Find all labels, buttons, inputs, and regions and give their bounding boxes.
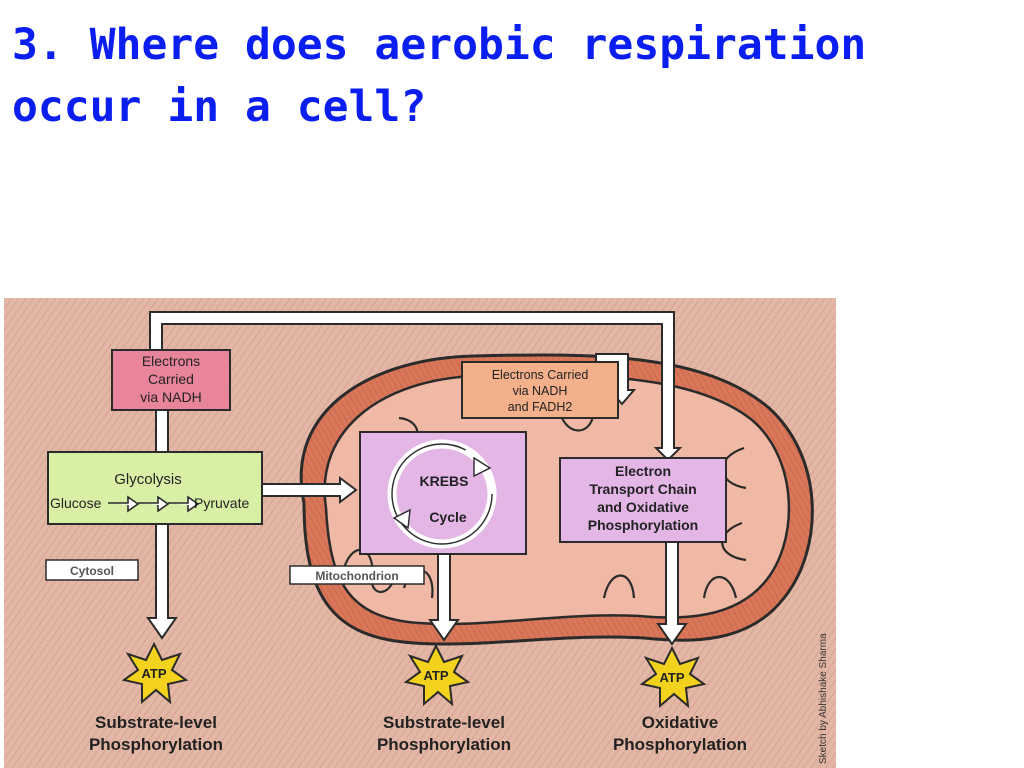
svg-text:ATP: ATP <box>423 668 448 683</box>
glycolysis-arrows <box>108 495 200 513</box>
sketch-credit: Sketch by Abhishake Sharma <box>818 633 829 764</box>
electrons-fadh2-line3: and FADH2 <box>508 400 573 414</box>
electrons-nadh-line1: Electrons <box>142 353 200 369</box>
etc-box: Electron Transport Chain and Oxidative P… <box>559 457 727 543</box>
electrons-fadh2-line1: Electrons Carried <box>492 368 589 382</box>
svg-text:Phosphorylation: Phosphorylation <box>377 735 511 754</box>
krebs-cycle-box: KREBS Cycle <box>359 431 527 555</box>
krebs-line1: KREBS <box>419 473 468 489</box>
respiration-diagram: Electrons Carried via NADH Electrons Car… <box>4 298 836 768</box>
glycolysis-box: Glycolysis Glucose Pyruvate <box>47 451 263 525</box>
slide-title: 3. Where does aerobic respiration occur … <box>12 14 992 138</box>
svg-text:Oxidative: Oxidative <box>642 713 719 732</box>
mitochondrion-label: Mitochondrion <box>289 565 425 585</box>
electrons-nadh-box: Electrons Carried via NADH <box>111 349 231 411</box>
krebs-cycle-arrowheads <box>392 456 492 530</box>
atp-burst-3: ATP <box>639 645 707 709</box>
output-label-3: Oxidative Phosphorylation <box>613 713 747 754</box>
svg-text:Cytosol: Cytosol <box>70 564 114 578</box>
svg-text:Mitochondrion: Mitochondrion <box>315 569 398 583</box>
title-line-1: 3. Where does aerobic respiration <box>12 20 867 70</box>
electrons-nadh-line3: via NADH <box>140 389 201 405</box>
glycolysis-title: Glycolysis <box>114 471 182 488</box>
cytosol-label: Cytosol <box>45 559 139 581</box>
svg-text:ATP: ATP <box>141 666 166 681</box>
electrons-nadh-line2: Carried <box>148 371 194 387</box>
glycolysis-glucose: Glucose <box>50 495 102 511</box>
svg-text:Phosphorylation: Phosphorylation <box>613 735 747 754</box>
etc-line3: and Oxidative <box>597 499 689 515</box>
output-label-1: Substrate-level Phosphorylation <box>89 713 223 754</box>
atp-burst-1: ATP <box>121 641 189 705</box>
krebs-line2: Cycle <box>429 509 467 525</box>
svg-text:ATP: ATP <box>659 670 684 685</box>
output-label-2: Substrate-level Phosphorylation <box>377 713 511 754</box>
title-line-2: occur in a cell? <box>12 82 427 132</box>
etc-line2: Transport Chain <box>589 481 696 497</box>
svg-text:Phosphorylation: Phosphorylation <box>89 735 223 754</box>
electrons-fadh2-line2: via NADH <box>513 384 568 398</box>
svg-text:Substrate-level: Substrate-level <box>383 713 505 732</box>
electrons-nadh-fadh2-box: Electrons Carried via NADH and FADH2 <box>461 361 619 419</box>
svg-text:Substrate-level: Substrate-level <box>95 713 217 732</box>
etc-line1: Electron <box>615 463 671 479</box>
etc-line4: Phosphorylation <box>588 517 698 533</box>
atp-burst-2: ATP <box>403 643 471 707</box>
glycolysis-pyruvate: Pyruvate <box>194 495 249 511</box>
